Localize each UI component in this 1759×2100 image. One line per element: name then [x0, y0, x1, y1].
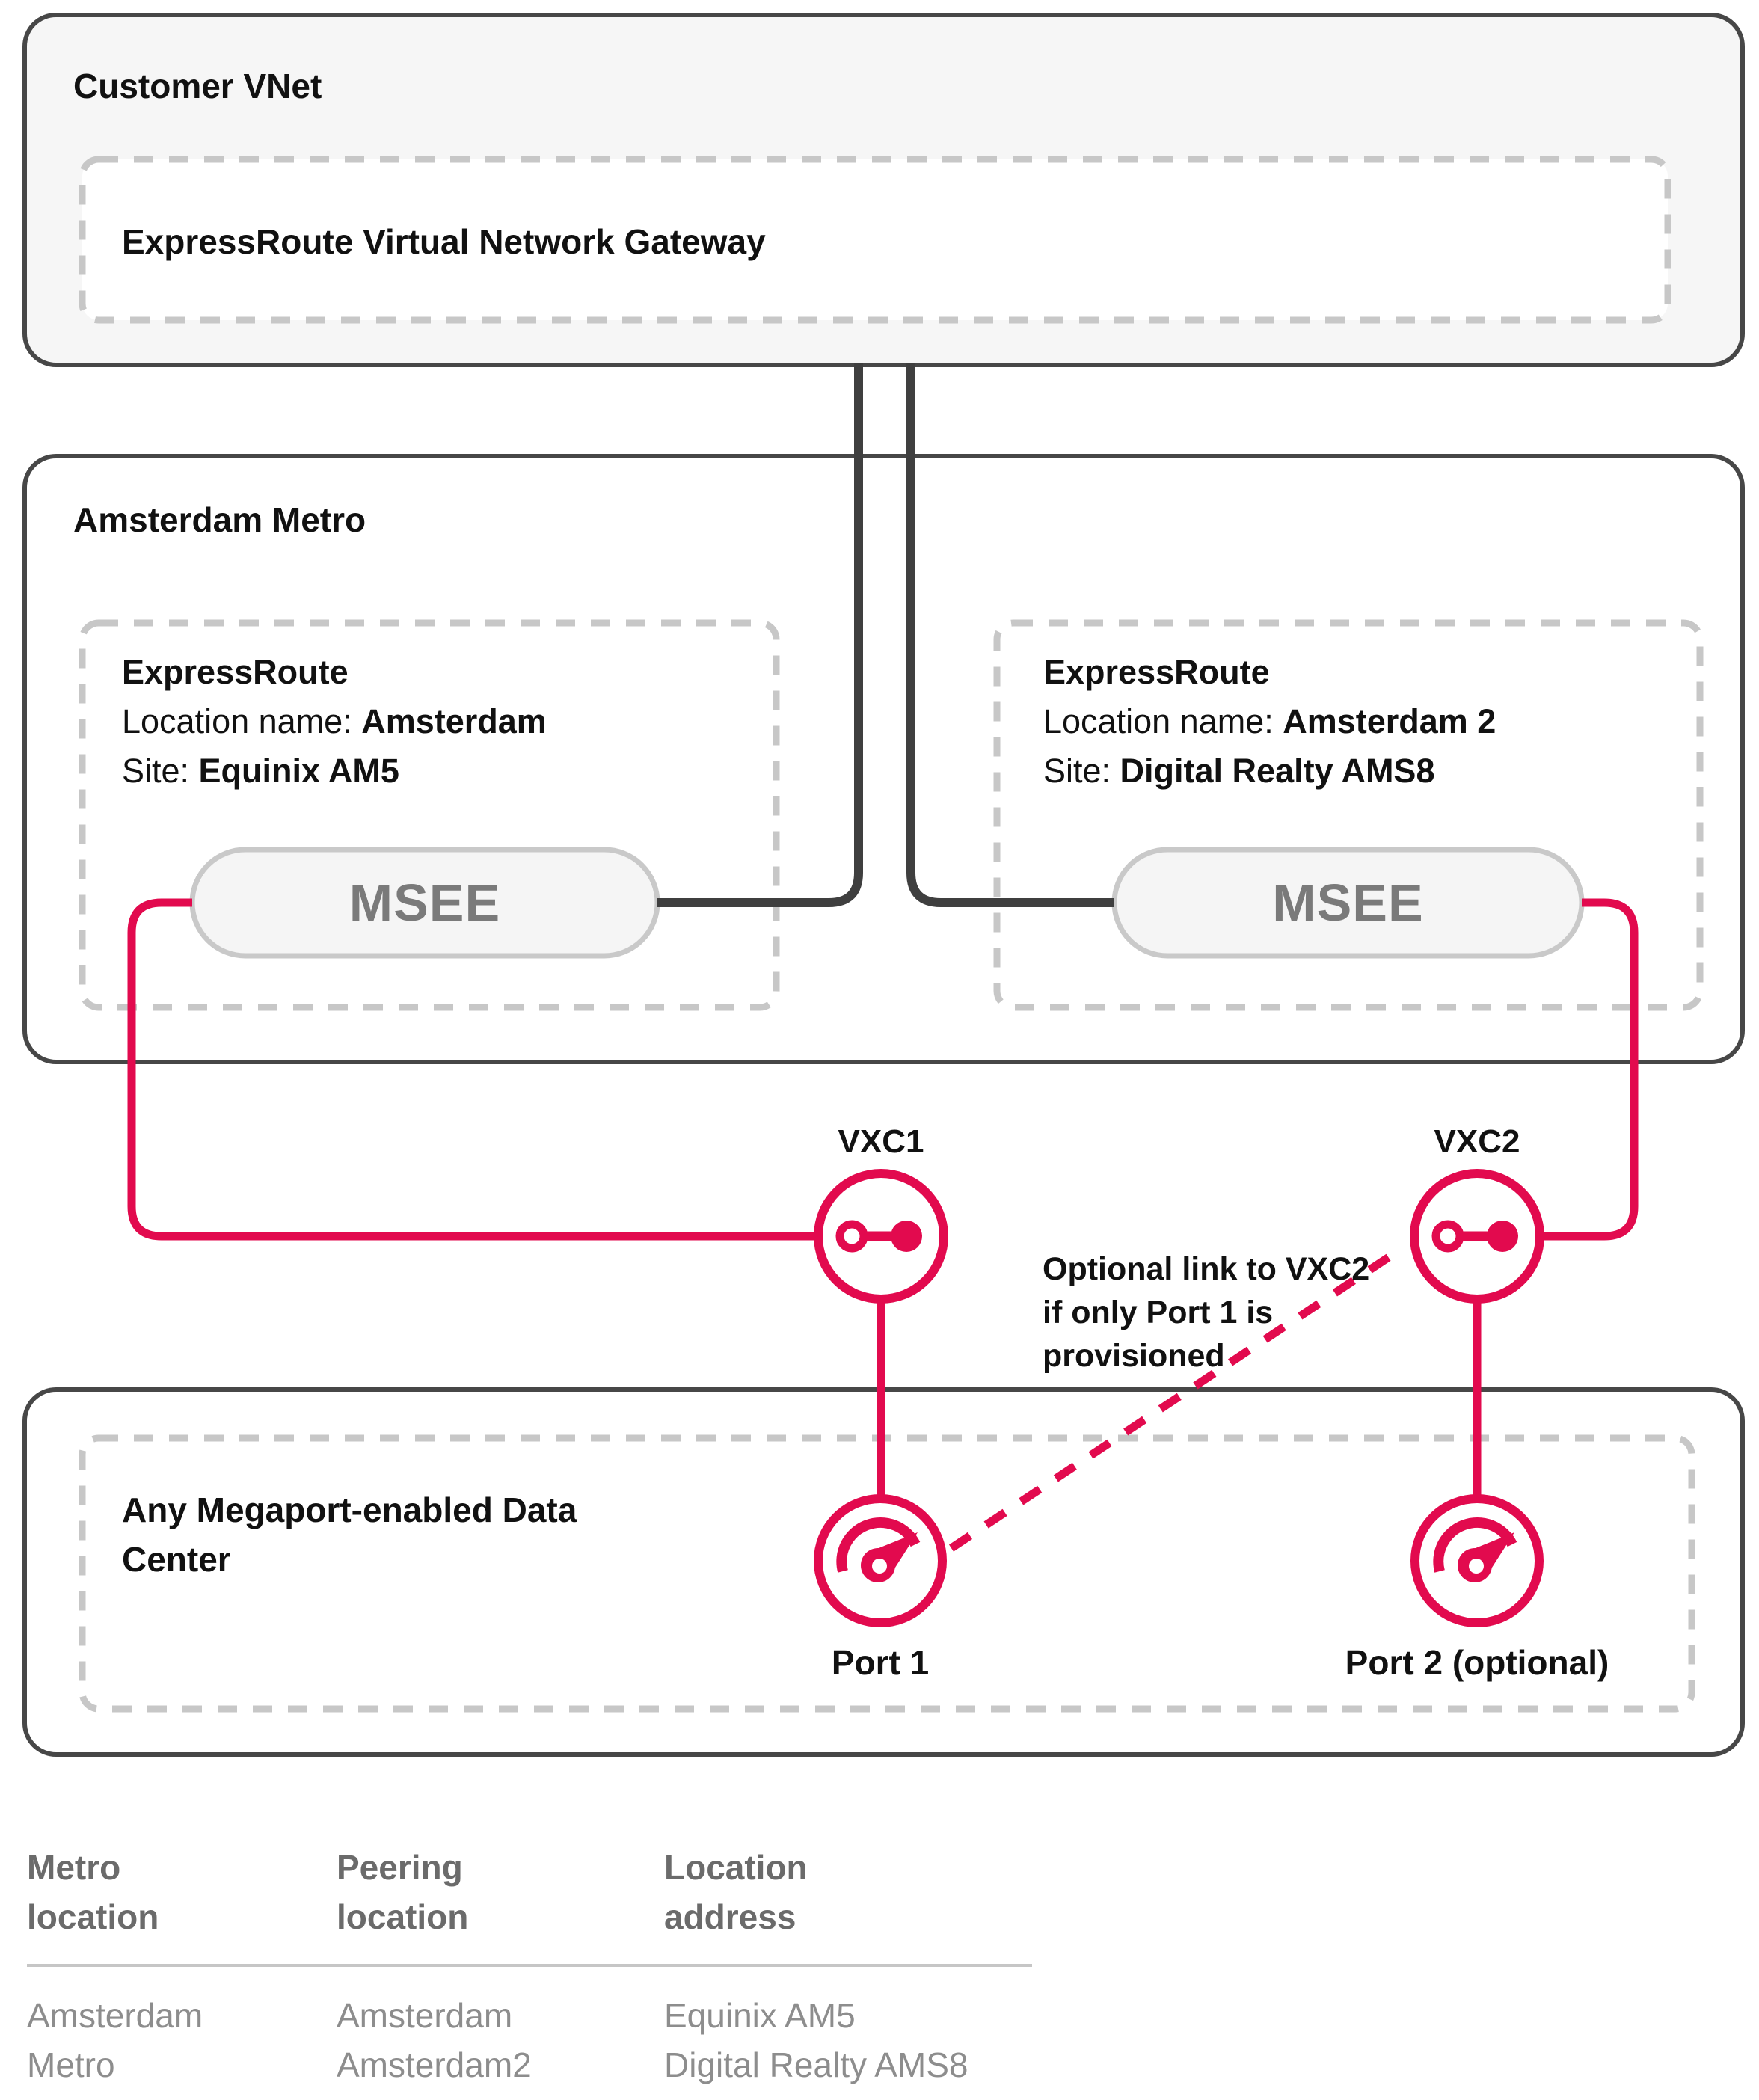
expressroute-right-site: Site: Digital Realty AMS8 — [1043, 746, 1496, 796]
msee-left-label: MSEE — [349, 874, 501, 932]
vxc2-circle — [1410, 1169, 1544, 1304]
table-header-peering-location: Peering location — [337, 1843, 468, 1941]
table-cell-location-address: Equinix AM5 Digital Realty AMS8 — [664, 1991, 968, 2090]
gateway-label: ExpressRoute Virtual Network Gateway — [122, 222, 766, 261]
optional-link-note: Optional link to VXC2 if only Port 1 is … — [1043, 1247, 1369, 1378]
vxc1-label: VXC1 — [838, 1123, 924, 1160]
cell-line: Amsterdam2 — [337, 2045, 532, 2084]
data-center-title: Any Megaport-enabled Data Center — [122, 1490, 577, 1579]
cell-line: Amsterdam — [27, 1996, 203, 2035]
speedometer-icon — [836, 1517, 921, 1582]
port1-node — [814, 1494, 947, 1627]
location-label: Location name: — [122, 702, 362, 740]
note-line-3: provisioned — [1043, 1338, 1225, 1374]
site-value: Digital Realty AMS8 — [1120, 752, 1435, 790]
site-label: Site: — [1043, 752, 1120, 790]
cell-line: Metro — [27, 2045, 115, 2084]
header-line: location — [337, 1897, 469, 1936]
speedometer-icon — [1433, 1517, 1517, 1582]
expressroute-right-title: ExpressRoute — [1043, 653, 1270, 691]
expressroute-left-info: ExpressRoute Location name: Amsterdam Si… — [122, 648, 547, 796]
note-line-1: Optional link to VXC2 — [1043, 1251, 1370, 1287]
note-line-2: if only Port 1 is — [1043, 1295, 1274, 1330]
port2-label: Port 2 (optional) — [1345, 1643, 1609, 1682]
vxc2-label: VXC2 — [1434, 1123, 1520, 1160]
location-value: Amsterdam 2 — [1283, 702, 1496, 740]
expressroute-left-title: ExpressRoute — [122, 653, 349, 691]
header-line: address — [664, 1897, 796, 1936]
msee-right-label: MSEE — [1272, 874, 1424, 932]
vxc1-node — [814, 1169, 948, 1304]
expressroute-left-site: Site: Equinix AM5 — [122, 746, 547, 796]
site-value: Equinix AM5 — [198, 752, 399, 790]
header-line: Metro — [27, 1848, 121, 1887]
connector-msee-left-to-gateway — [657, 363, 863, 907]
site-label: Site: — [122, 752, 199, 790]
amsterdam-metro-title: Amsterdam Metro — [73, 500, 366, 539]
header-line: Location — [664, 1848, 808, 1887]
vxc-connector-icon — [835, 1220, 922, 1253]
vxc1-circle — [814, 1169, 948, 1304]
port1-circle — [814, 1494, 947, 1627]
port2-node — [1410, 1494, 1544, 1627]
vxc-connector-icon — [1431, 1220, 1518, 1253]
table-header-metro-location: Metro location — [27, 1843, 159, 1941]
expressroute-right-location: Location name: Amsterdam 2 — [1043, 697, 1496, 746]
vxc2-node — [1410, 1169, 1544, 1304]
table-header-location-address: Location address — [664, 1843, 808, 1941]
header-line: location — [27, 1897, 159, 1936]
location-label: Location name: — [1043, 702, 1283, 740]
location-value: Amsterdam — [361, 702, 547, 740]
expressroute-right-info: ExpressRoute Location name: Amsterdam 2 … — [1043, 648, 1496, 796]
table-cell-peering-location: Amsterdam Amsterdam2 — [337, 1991, 532, 2090]
customer-vnet-title: Customer VNet — [73, 67, 322, 105]
cell-line: Equinix AM5 — [664, 1996, 856, 2035]
port2-circle — [1410, 1494, 1544, 1627]
connector-msee-right-to-gateway — [906, 363, 1114, 907]
header-line: Peering — [337, 1848, 463, 1887]
expressroute-left-location: Location name: Amsterdam — [122, 697, 547, 746]
cell-line: Digital Realty AMS8 — [664, 2045, 968, 2084]
table-cell-metro-location: Amsterdam Metro — [27, 1991, 203, 2090]
cell-line: Amsterdam — [337, 1996, 513, 2035]
port1-label: Port 1 — [831, 1643, 930, 1682]
